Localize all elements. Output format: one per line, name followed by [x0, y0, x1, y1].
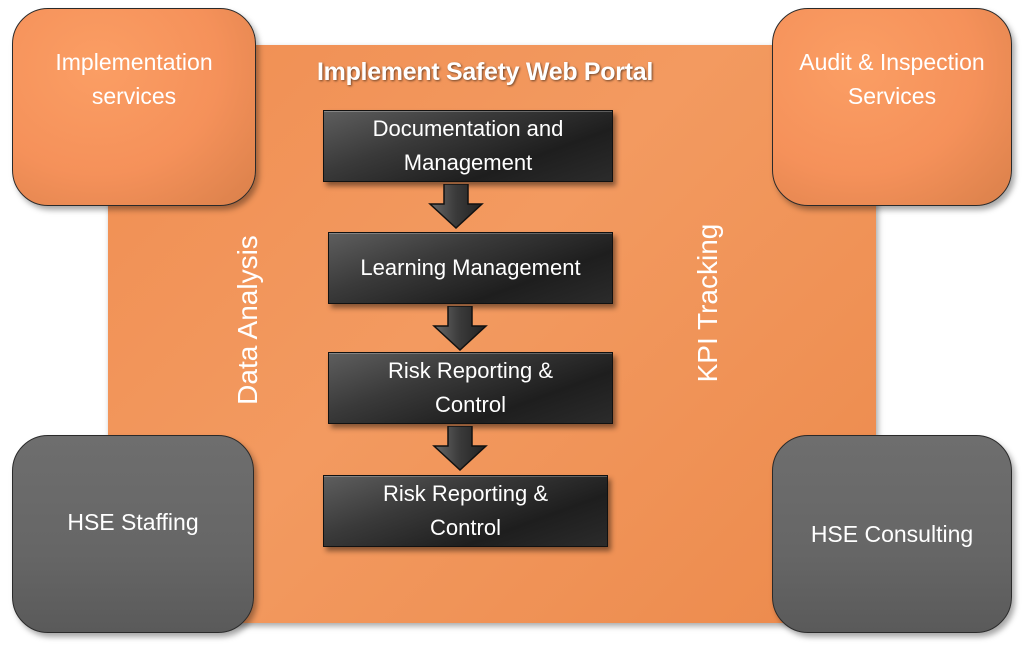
step-risk-reporting-control-2: Risk Reporting & Control — [323, 475, 608, 547]
hse-staffing-label: HSE Staffing — [67, 508, 199, 535]
down-arrow-icon — [428, 184, 484, 230]
step-label: Risk Reporting & Control — [382, 480, 549, 540]
step-documentation-management: Documentation and Management — [323, 110, 613, 182]
down-arrow-icon — [432, 306, 488, 352]
step-label: Learning Management — [360, 254, 581, 280]
kpi-tracking-label: KPI Tracking — [692, 223, 723, 383]
hse-staffing-box: HSE Staffing — [12, 435, 254, 633]
diagram-title: Implement Safety Web Portal — [317, 58, 653, 86]
step-label: Documentation and Management — [372, 115, 564, 175]
step-learning-management: Learning Management — [328, 232, 613, 304]
audit-inspection-box: Audit & Inspection Services — [772, 8, 1012, 206]
step-label: Risk Reporting & Control — [387, 357, 554, 417]
implementation-services-box: Implementation services — [12, 8, 256, 206]
step-risk-reporting-control-1: Risk Reporting & Control — [328, 352, 613, 424]
audit-inspection-label: Audit & Inspection Services — [799, 48, 985, 110]
hse-consulting-label: HSE Consulting — [810, 520, 974, 547]
data-analysis-label: Data Analysis — [232, 235, 263, 405]
down-arrow-icon — [432, 426, 488, 472]
hse-consulting-box: HSE Consulting — [772, 435, 1012, 633]
implementation-services-label: Implementation services — [55, 48, 213, 110]
